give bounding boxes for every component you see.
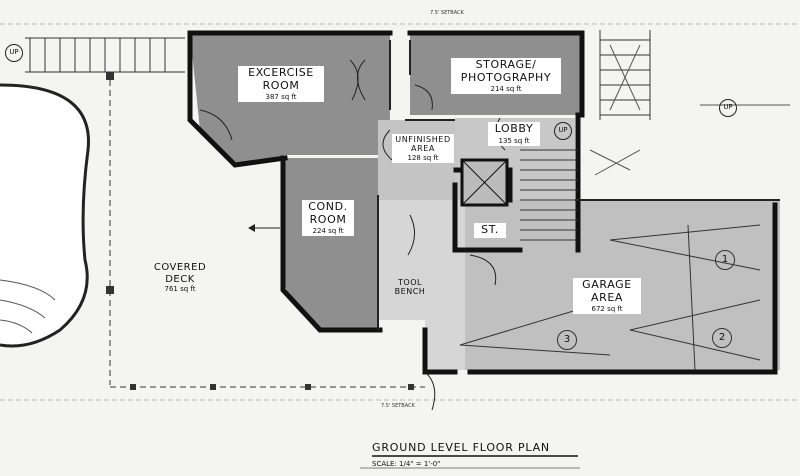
workshop-fill: [378, 200, 465, 370]
tool-bench-1: TOOL: [398, 278, 422, 287]
parking-number-3: 3: [557, 330, 577, 350]
tool-bench-2: BENCH: [394, 287, 426, 297]
plan-title: GROUND LEVEL FLOOR PLAN: [372, 441, 550, 454]
parking-number-1: 1: [715, 250, 735, 270]
garage-area: 672 sq ft: [591, 305, 623, 314]
exercise-room-label: EXCERCISE ROOM 387 sq ft: [238, 66, 324, 103]
up-marker-left: UP: [5, 44, 23, 62]
unfinished-area-area: 128 sq ft: [407, 154, 439, 163]
tool-bench-label: TOOL BENCH: [388, 278, 432, 296]
cond-room-label: COND. ROOM 224 sq ft: [302, 200, 354, 237]
cond-room-name-2: ROOM: [309, 212, 347, 226]
storage-room-name-2: PHOTOGRAPHY: [460, 70, 552, 84]
exercise-room-name-2: ROOM: [262, 78, 300, 92]
cond-room-name-1: COND.: [308, 200, 348, 213]
unfinished-area-name-1: UNFINISHED: [395, 135, 451, 144]
parking-number-2: 2: [712, 328, 732, 348]
deck-area: 761 sq ft: [164, 285, 196, 293]
deck-name-2: DECK: [165, 273, 195, 285]
plan-scale: SCALE: 1/4" = 1'-0": [372, 460, 441, 468]
exercise-room-area: 387 sq ft: [265, 93, 297, 102]
garage-name-1: GARAGE: [582, 278, 632, 291]
cond-room-area: 224 sq ft: [312, 227, 344, 236]
lobby-label: LOBBY 135 sq ft: [488, 122, 540, 146]
exercise-room-name-1: EXCERCISE: [248, 66, 314, 79]
up-marker-right: UP: [719, 99, 737, 117]
unfinished-area-label: UNFINISHED AREA 128 sq ft: [392, 134, 454, 164]
setback-label-top: 7.5' SETBACK: [430, 10, 464, 16]
covered-deck-label: COVERED DECK 761 sq ft: [150, 262, 210, 293]
deck-name-1: COVERED: [153, 262, 207, 273]
pool-steps: [0, 279, 56, 334]
unfinished-area-name-2: AREA: [411, 144, 435, 154]
up-marker-lobby: UP: [554, 122, 572, 140]
st-name: ST.: [481, 223, 499, 236]
storage-room-label: STORAGE/ PHOTOGRAPHY 214 sq ft: [451, 58, 561, 95]
garage-name-2: AREA: [590, 290, 624, 304]
lobby-area: 135 sq ft: [498, 136, 530, 145]
setback-label-bottom: 7.5' SETBACK: [381, 403, 415, 409]
storage-room-name-1: STORAGE/: [475, 58, 537, 71]
pool-outline: [0, 83, 90, 348]
storage-room-area: 214 sq ft: [490, 85, 522, 94]
garage-area-label: GARAGE AREA 672 sq ft: [573, 278, 641, 315]
st-label: ST.: [474, 223, 506, 238]
lobby-name: LOBBY: [494, 122, 534, 135]
